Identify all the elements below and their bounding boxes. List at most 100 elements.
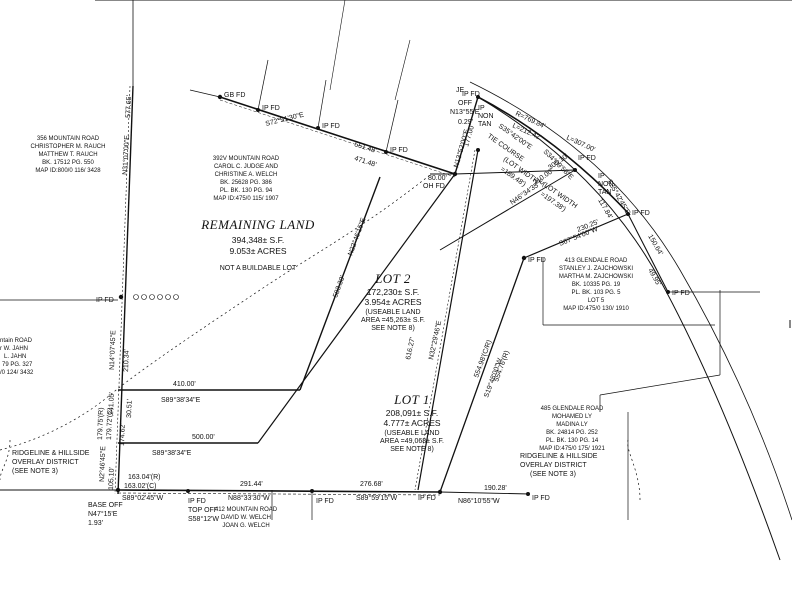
dist-190: 190.28': [484, 485, 507, 492]
owner-413-glendale: 413 GLENDALE ROAD STANLEY J. ZAJCHOWSKI …: [559, 258, 634, 312]
owner-392v-mountain: 392V MOUNTAIN ROAD CAROL C. JUDGE AND CH…: [213, 156, 280, 202]
bearing-n88: N88°33'30"W: [228, 494, 270, 502]
owner-412-mountain: 412 MOUNTAIN ROAD DAVID W. WELCH JOAN G.…: [215, 507, 278, 529]
lot1-useable1: (USEABLE LAND: [384, 430, 439, 437]
svg-text:BK. 17512 PG. 550: BK. 17512 PG. 550: [42, 160, 94, 166]
label-ip-fd-12: IP FD: [418, 495, 436, 502]
dist-163c: 163.02'(C): [124, 483, 156, 490]
svg-text:MAP ID:475/0 130/ 1910: MAP ID:475/0 130/ 1910: [563, 306, 629, 312]
svg-text:RIDGELINE & HILLSIDE: RIDGELINE & HILLSIDE: [12, 450, 90, 457]
dist-500: 500.00': [192, 434, 215, 441]
lot1-note: SEE NOTE 8): [390, 446, 434, 453]
bearing-n86: N86°10'55"W: [458, 497, 500, 505]
top-off-label: TOP OFF: [188, 507, 218, 514]
svg-text:PL. BK. 103 PG. 5: PL. BK. 103 PG. 5: [571, 290, 621, 296]
svg-text:MATTHEW T. RAUCH: MATTHEW T. RAUCH: [38, 152, 97, 158]
label-ip-fd-2: IP FD: [322, 123, 340, 130]
svg-text:CAROL C. JUDGE AND: CAROL C. JUDGE AND: [214, 164, 279, 170]
lot2-note: SEE NOTE 8): [371, 325, 415, 332]
off-label: OFF: [458, 100, 472, 107]
lot2-useable2: AREA =45,263± S.F.: [361, 317, 425, 324]
lot2-useable1: (USEABLE LAND: [365, 309, 420, 316]
bearing-n31: N31°07'00"E: [121, 135, 131, 175]
svg-text:/0 124/ 3432: /0 124/ 3432: [0, 370, 34, 376]
lot2-ac: 3.954± ACRES: [364, 297, 421, 307]
monument-pins: [115, 94, 670, 496]
svg-text:RIDGELINE & HILLSIDE: RIDGELINE & HILLSIDE: [520, 453, 598, 460]
svg-text:CHRISTOPHER M. RAUCH: CHRISTOPHER M. RAUCH: [31, 144, 106, 150]
svg-text:(SEE NOTE 3): (SEE NOTE 3): [12, 468, 58, 475]
dist-616: 616.27': [405, 337, 417, 361]
svg-text:STANLEY J. ZAJCHOWSKI: STANLEY J. ZAJCHOWSKI: [559, 266, 633, 272]
svg-text:OVERLAY DISTRICT: OVERLAY DISTRICT: [12, 459, 79, 466]
label-non-a: NON: [478, 113, 494, 120]
svg-text:L. JAHN: L. JAHN: [4, 354, 26, 360]
dist-179r: 179.75'(R): [97, 407, 105, 440]
svg-text:OVERLAY DISTRICT: OVERLAY DISTRICT: [520, 462, 587, 469]
bearing-s58: S58°12'W: [188, 515, 219, 523]
svg-text:392V MOUNTAIN ROAD: 392V MOUNTAIN ROAD: [213, 156, 280, 162]
label-ip-fd-3: IP FD: [390, 147, 408, 154]
lot1-ac: 4.777± ACRES: [383, 418, 440, 428]
base-off-label: BASE OFF: [88, 502, 123, 509]
svg-text:r W. JAHN: r W. JAHN: [0, 346, 28, 352]
lot2-sf: 172,230± S.F.: [367, 287, 419, 297]
svg-text:MAP ID:800/0 116/ 3428: MAP ID:800/0 116/ 3428: [35, 168, 101, 174]
label-je: JE: [456, 87, 465, 94]
dist-163r: 163.04'(R): [128, 474, 160, 481]
remaining-land-sf: 394,348± S.F.: [232, 235, 284, 245]
label-ip-fd-11: IP FD: [316, 498, 334, 505]
bearing-s89a: S89°38'34"E: [161, 396, 201, 404]
label-ip-fd-13: IP FD: [532, 495, 550, 502]
owner-356-mountain: 356 MOUNTAIN ROAD CHRISTOPHER M. RAUCH M…: [31, 136, 106, 174]
svg-text:356 MOUNTAIN ROAD: 356 MOUNTAIN ROAD: [37, 136, 100, 142]
label-ip-fd-9: IP FD: [96, 297, 114, 304]
label-non-b: NON: [598, 181, 614, 188]
bearing-n47: N47°15'E: [88, 510, 118, 518]
svg-text:MADINA LY: MADINA LY: [556, 422, 588, 428]
label-ip-fd-10: IP FD: [188, 498, 206, 505]
west-boundary-line: [117, 85, 134, 495]
label-tan-b: TAN: [598, 189, 611, 196]
svg-text:BK. 10335 PG. 19: BK. 10335 PG. 19: [572, 282, 621, 288]
lot1-sf: 208,091± S.F.: [386, 408, 438, 418]
lot2-west-line: [299, 176, 381, 391]
bearing-n14: N14°07'45"E: [108, 330, 117, 370]
remaining-land-title: REMAINING LAND: [200, 217, 315, 232]
label-ip-fd-4: IP FD: [462, 91, 480, 98]
svg-text:PL. BK. 130 PG. 94: PL. BK. 130 PG. 94: [220, 188, 273, 194]
bearing-n13b: N13°55'E: [450, 108, 480, 116]
remaining-land-note: NOT A BUILDABLE LOT: [220, 265, 297, 272]
dist-241: 241.05': [108, 392, 116, 415]
dist-210: 210.34': [123, 349, 131, 372]
label-ip-fd-5: IP FD: [578, 155, 596, 162]
dist-179c: 179.72'(C): [106, 407, 114, 440]
label-ip-a: IP: [478, 105, 485, 112]
lot2-title: LOT 2: [374, 271, 411, 286]
svg-text:DAVID W. WELCH: DAVID W. WELCH: [221, 515, 271, 521]
ridgeline-curve: [0, 174, 431, 451]
label-ip-fd-7: IP FD: [528, 257, 546, 264]
svg-text:79 PG. 327: 79 PG. 327: [2, 362, 33, 368]
owner-485-glendale: 485 GLENDALE ROAD MOHAMED LY MADINA LY B…: [539, 406, 605, 452]
svg-text:485 GLENDALE ROAD: 485 GLENDALE ROAD: [541, 406, 604, 412]
bearing-s89d: S89°59'15"W: [356, 494, 398, 502]
remaining-land-ac: 9.053± ACRES: [229, 246, 286, 256]
svg-text:412 MOUNTAIN ROAD: 412 MOUNTAIN ROAD: [215, 507, 278, 513]
svg-text:413 GLENDALE ROAD: 413 GLENDALE ROAD: [565, 258, 628, 264]
svg-text:PL. BK. 130 PG. 14: PL. BK. 130 PG. 14: [546, 438, 599, 444]
svg-text:MAP ID:475/0 175/ 1921: MAP ID:475/0 175/ 1921: [539, 446, 605, 452]
chain-marks: [133, 294, 179, 300]
overlay-district-left: RIDGELINE & HILLSIDE OVERLAY DISTRICT (S…: [12, 450, 90, 475]
svg-text:MAP ID:475/0 115/ 1907: MAP ID:475/0 115/ 1907: [213, 196, 279, 202]
dist-029: 0.29': [458, 119, 473, 126]
label-ip-b: IP: [598, 173, 605, 180]
label-oh-fd: OH FD: [423, 183, 445, 190]
label-ip-fd-6: IP FD: [632, 210, 650, 217]
lot1-useable2: AREA =49,068± S.F.: [380, 438, 444, 445]
dist-291: 291.44': [240, 481, 263, 488]
dist-30: 30.51': [126, 399, 134, 418]
label-ip-fd-8: IP FD: [672, 290, 690, 297]
svg-text:LOT 5: LOT 5: [588, 298, 605, 304]
